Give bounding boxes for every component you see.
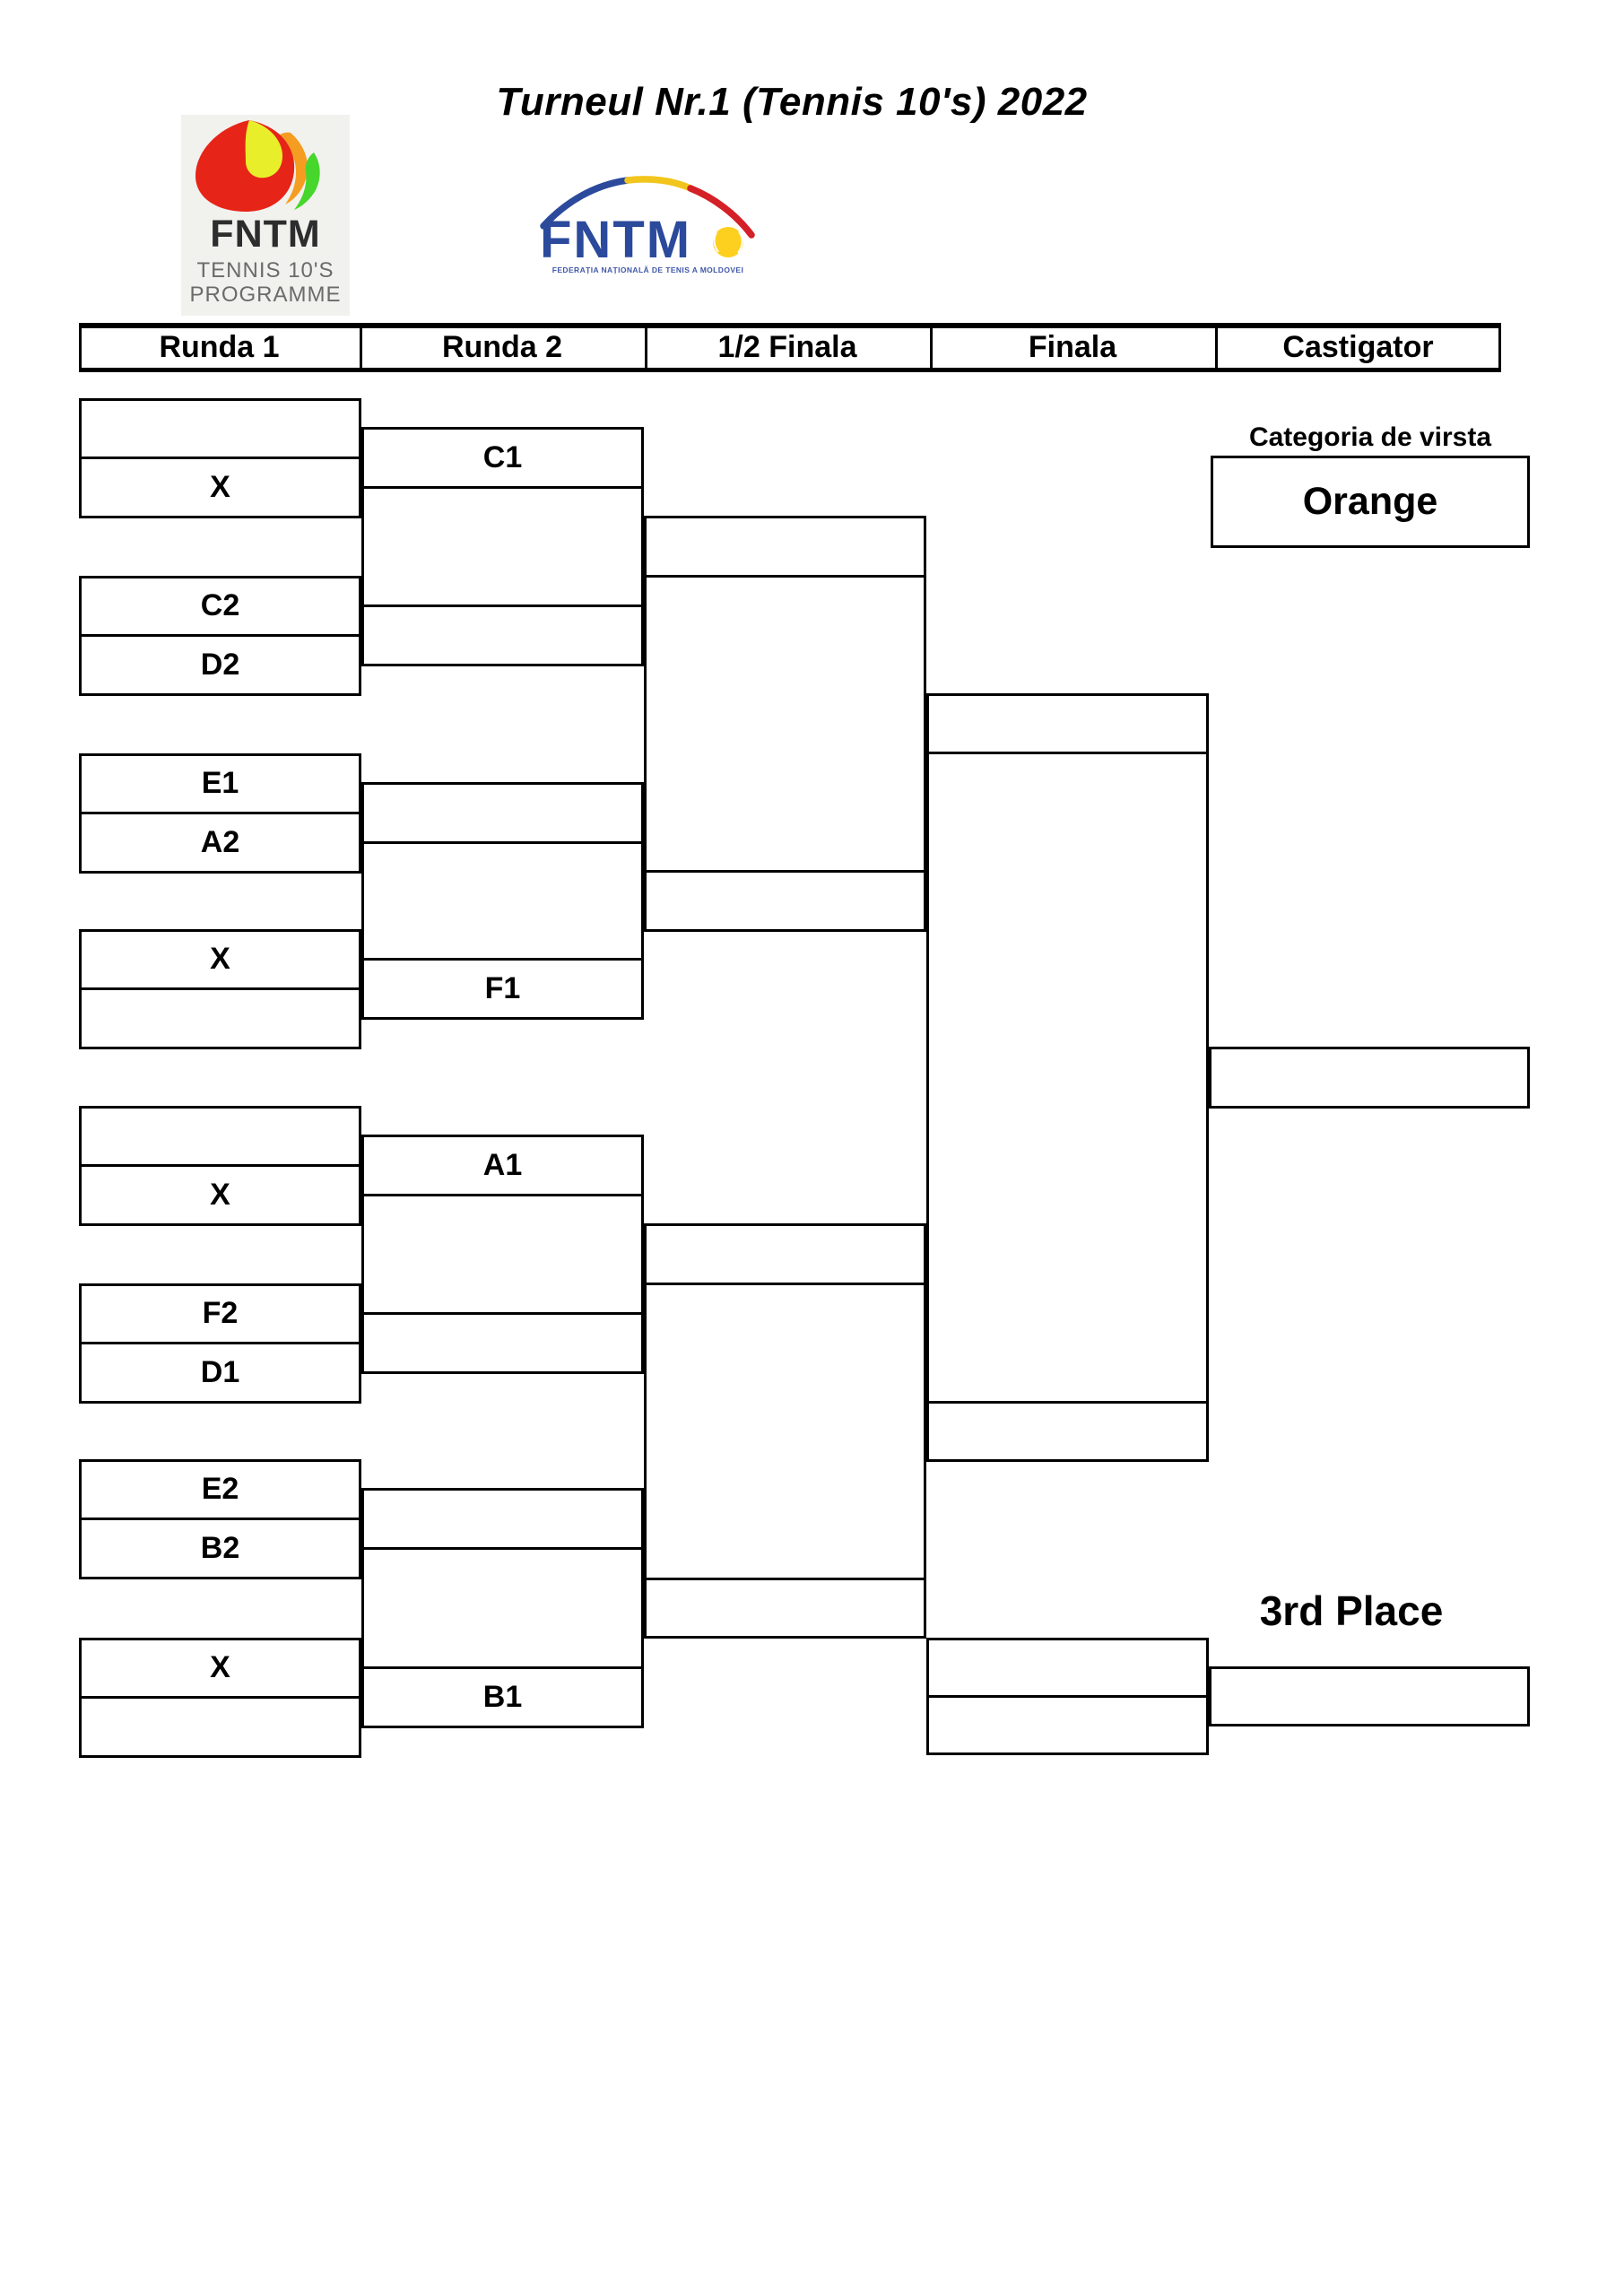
round1-slot-label: A2: [200, 824, 240, 859]
round2-match-line: [361, 1193, 644, 1196]
round2-match-line: [361, 485, 644, 489]
round1-pair-divider: [79, 1518, 361, 1520]
header-divider: [645, 328, 647, 368]
semifinal-match-box: [644, 1223, 926, 1639]
header-divider: [360, 328, 362, 368]
category-label: Categoria de virsta: [1248, 422, 1492, 452]
round1-pair-divider: [79, 1164, 361, 1167]
round1-pair-divider: [79, 634, 361, 637]
round1-slot-label: D2: [200, 647, 240, 682]
round1-slot-label: X: [210, 1177, 230, 1212]
round2-match-line: [361, 1666, 644, 1670]
round1-pair-divider: [79, 812, 361, 814]
semifinal-match-line: [644, 1577, 926, 1580]
fntm-right-wordmark: FNTM: [540, 211, 692, 269]
category-box: [1211, 456, 1530, 548]
round1-slot-label: X: [210, 469, 230, 504]
round2-match-line: [361, 958, 644, 961]
federation-caption: FEDERAȚIA NAȚIONALĂ DE TENIS A MOLDOVEI: [551, 265, 744, 274]
round2-match-box: [361, 427, 644, 666]
semifinal-match-box: [644, 516, 926, 932]
round1-pair-divider: [79, 1696, 361, 1699]
fntm-left-wordmark: FNTM: [210, 212, 321, 256]
winner-box: [1209, 1047, 1530, 1109]
round2-slot-label: A1: [482, 1148, 523, 1182]
header-divider: [1215, 328, 1218, 368]
final-match-box: [926, 692, 1209, 1462]
round1-pair-divider: [79, 987, 361, 990]
header-col-semifinala: 1/2 Finala: [717, 330, 857, 364]
logo-left-subtitle-2: PROGRAMME: [189, 283, 342, 307]
round2-match-box: [361, 1488, 644, 1728]
round1-slot-label: X: [210, 942, 230, 977]
header-col-runda1: Runda 1: [159, 330, 280, 364]
category-value: Orange: [1302, 480, 1438, 523]
semifinal-match-line: [644, 1282, 926, 1285]
round2-match-line: [361, 1312, 644, 1316]
logo-left-subtitle-1: TENNIS 10'S: [196, 258, 334, 283]
third-place-match-divider: [926, 1694, 1209, 1698]
final-match-line: [926, 752, 1209, 755]
round2-match-box: [361, 782, 644, 1020]
header-col-castigator: Castigator: [1282, 330, 1434, 364]
third-place-label: 3rd Place: [1259, 1587, 1444, 1634]
header-divider: [930, 328, 933, 368]
round1-pair-divider: [79, 1342, 361, 1344]
flame-logo-icon: [195, 120, 320, 212]
third-place-winner-box: [1209, 1665, 1530, 1726]
round2-match-box: [361, 1135, 644, 1374]
round2-slot-label: F1: [484, 971, 521, 1005]
round2-slot-label: C1: [482, 440, 523, 474]
round2-slot-label: B1: [482, 1680, 523, 1714]
round1-slot-label: E2: [201, 1472, 239, 1507]
round1-slot-label: C2: [200, 588, 240, 623]
semifinal-match-line: [644, 870, 926, 874]
round2-match-line: [361, 1546, 644, 1550]
round1-slot-label: F2: [202, 1296, 239, 1331]
fntm-arc-ball-icon: [540, 176, 755, 257]
bracket-header-row: [79, 323, 1501, 372]
round1-slot-label: B2: [200, 1530, 240, 1565]
header-col-runda2: Runda 2: [441, 330, 563, 364]
final-match-line: [926, 1400, 1209, 1404]
round2-match-line: [361, 604, 644, 608]
round1-slot-label: E1: [201, 766, 239, 801]
semifinal-match-line: [644, 574, 926, 578]
round1-slot-label: X: [210, 1650, 230, 1685]
round1-pair-divider: [79, 457, 361, 459]
round2-match-line: [361, 840, 644, 844]
page-title: Turneul Nr.1 (Tennis 10's) 2022: [496, 80, 1088, 124]
round1-slot-label: D1: [200, 1354, 240, 1389]
header-col-finala: Finala: [1028, 330, 1117, 364]
